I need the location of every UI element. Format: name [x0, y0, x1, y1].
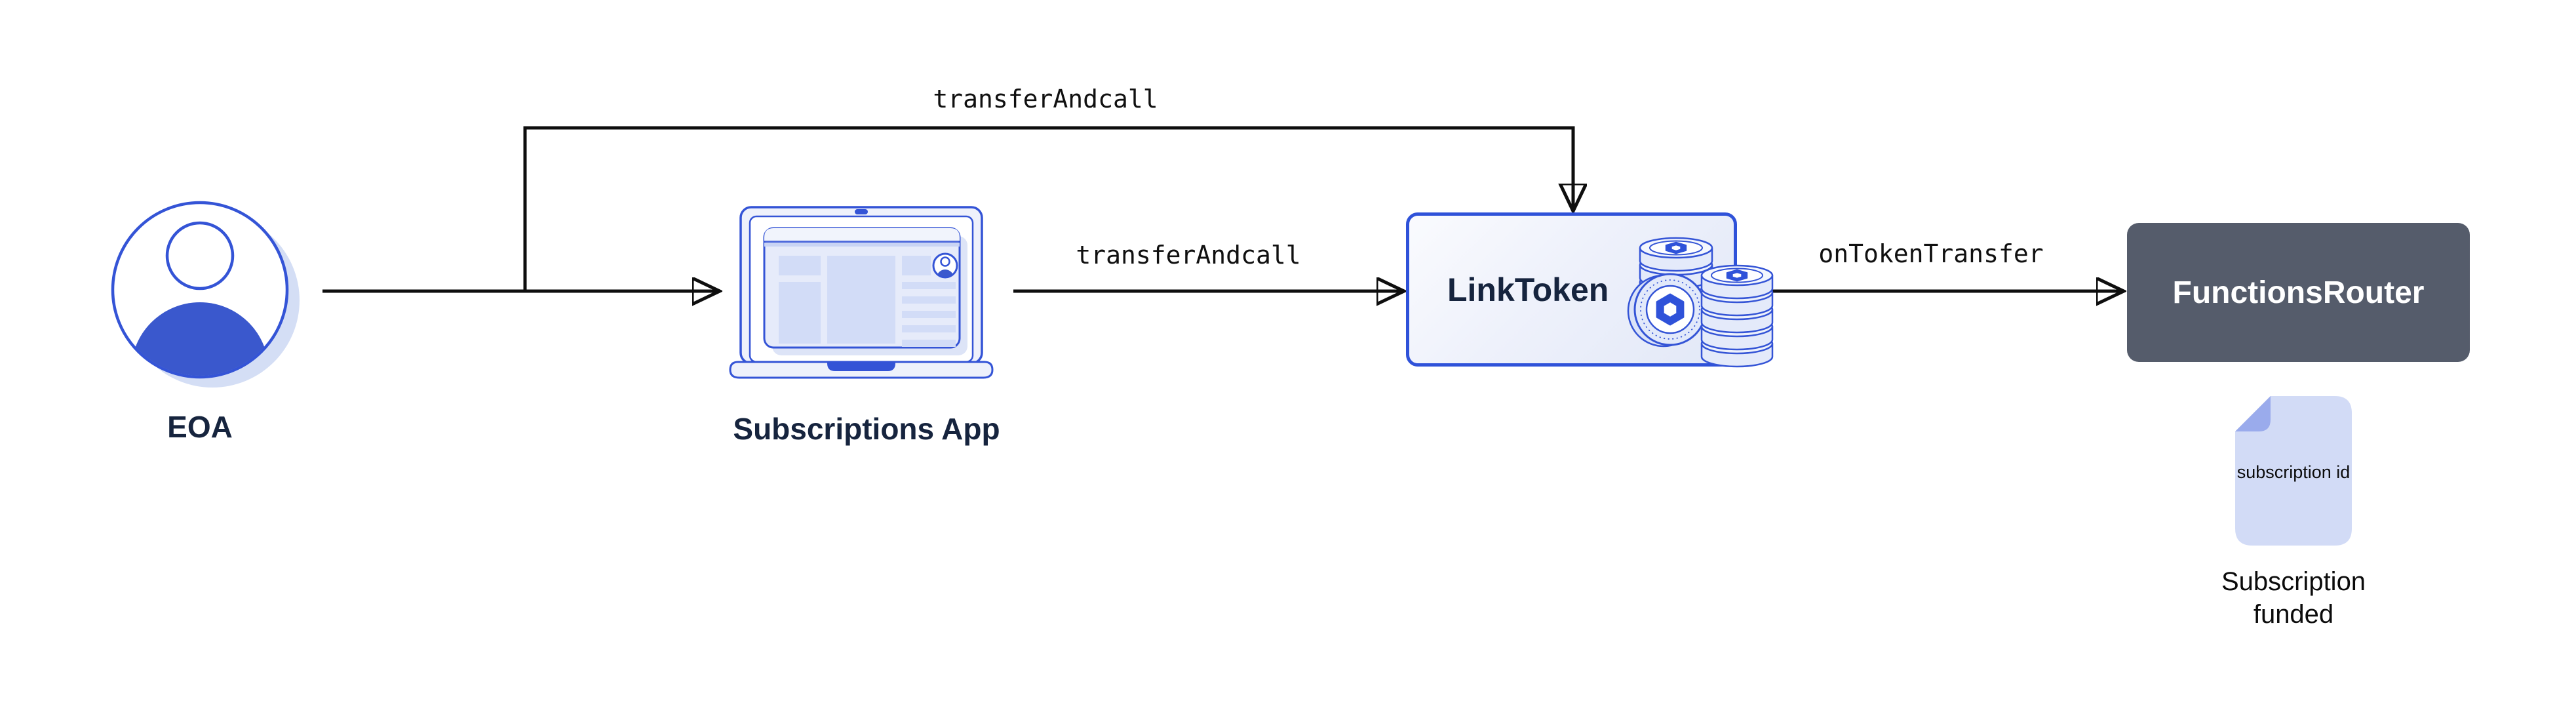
- edge-label-ontokentransfer: onTokenTransfer: [1818, 239, 2044, 268]
- document-text: subscription id: [2236, 462, 2351, 482]
- node-label-link-token: LinkToken: [1447, 271, 1609, 308]
- avatar-body: [131, 302, 269, 376]
- edge-label-transferandcall-mid: transferAndcall: [1076, 241, 1301, 269]
- node-label-eoa: EOA: [167, 410, 233, 444]
- coin-front: [1627, 273, 1707, 348]
- document-icon: [2235, 396, 2352, 546]
- node-label-functions-router: FunctionsRouter: [2172, 275, 2425, 310]
- coin-stack-right: [1700, 264, 1774, 368]
- avatar-head: [165, 221, 235, 290]
- edge-label-transferandcall-top: transferAndcall: [933, 85, 1158, 113]
- browser-avatar-icon: [932, 252, 958, 279]
- laptop-notch: [827, 362, 895, 371]
- user-avatar-icon: [111, 201, 300, 388]
- artifact-caption: Subscription funded: [2221, 567, 2366, 629]
- laptop-icon: [729, 206, 994, 379]
- coin-stack-icon: [1627, 237, 1774, 368]
- node-label-subscriptions-app: Subscriptions App: [733, 412, 1000, 446]
- browser-content-blocks: [779, 256, 956, 347]
- laptop-camera: [855, 209, 868, 214]
- node-functions-router: FunctionsRouter: [2127, 223, 2470, 362]
- document-fold: [2235, 396, 2271, 431]
